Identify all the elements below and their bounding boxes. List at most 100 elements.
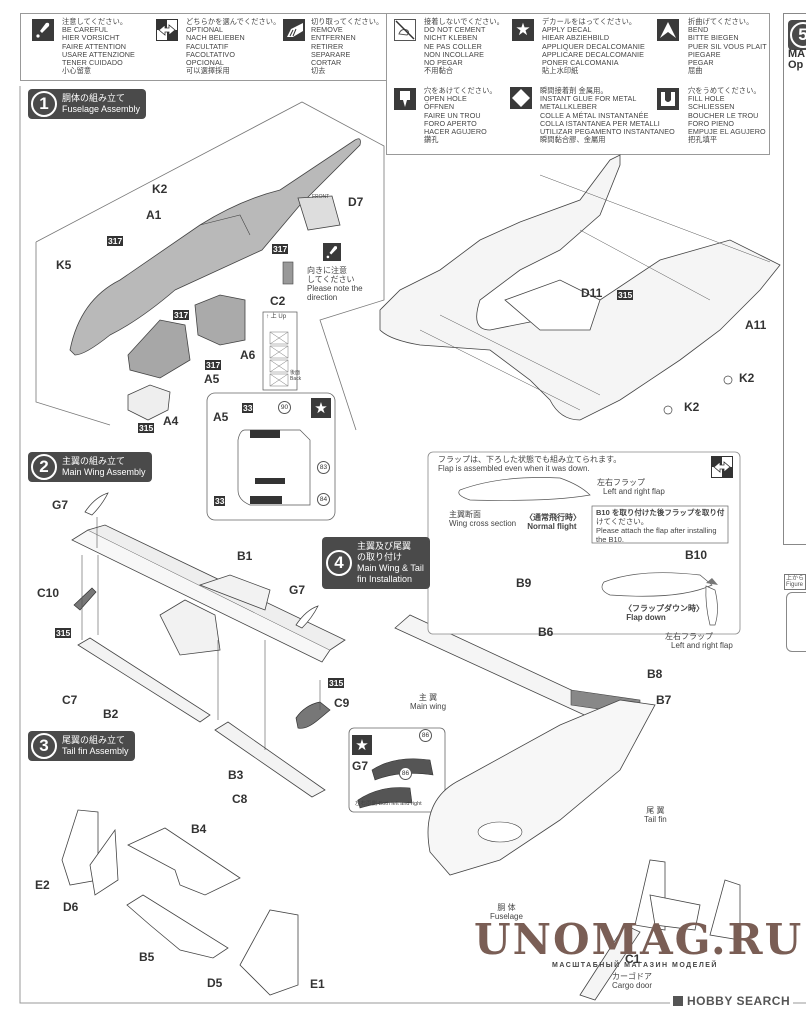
- normal-flight-label: 〈通常飛行時〉 Normal flight: [525, 513, 581, 531]
- optional-icon: [711, 456, 733, 478]
- part-label-d11: D11: [581, 286, 603, 300]
- step3-number: 3: [31, 733, 57, 759]
- flap-note-title: フラップは、下ろした状態でも組み立てられます。Flap is assembled…: [438, 455, 622, 473]
- part-label-k2-b: K2: [684, 400, 700, 414]
- paint-code-317: 317: [107, 236, 124, 246]
- front-label: FRONT: [312, 194, 330, 200]
- part-label-a6: A6: [240, 348, 256, 362]
- footer-brand: HOBBY SEARCH: [670, 994, 794, 1008]
- part-label-a5-decal: A5: [213, 410, 229, 424]
- apply-decal-icon: ★: [512, 19, 534, 41]
- part-label-g7-left: G7: [52, 498, 69, 512]
- part-label-c10: C10: [37, 586, 60, 600]
- part-label-e2: E2: [35, 878, 50, 892]
- paint-code-315-c9: 315: [328, 678, 345, 688]
- part-label-a4: A4: [163, 414, 179, 428]
- part-label-b1: B1: [237, 549, 253, 563]
- step5-number: 5: [790, 22, 806, 48]
- paint-code-315-c10: 315: [55, 628, 72, 638]
- part-label-d6: D6: [63, 900, 79, 914]
- step1-title-en: Fuselage Assembly: [62, 104, 141, 114]
- paint-code-317-a5: 317: [205, 360, 222, 370]
- legend-box-right: [386, 13, 770, 155]
- part-label-b6: B6: [538, 625, 554, 639]
- part-label-b9: B9: [516, 576, 532, 590]
- step1-number: 1: [31, 91, 57, 117]
- paint-code-315-a4: 315: [138, 423, 155, 433]
- flap-down-label: 〈フラップダウン時〉 Flap down: [624, 604, 704, 622]
- g7-decal-caption: 左右両側 Both left and right: [355, 801, 422, 807]
- optional-icon: [156, 19, 178, 41]
- watermark-subtitle: МАСШТАБНЫЙ МАГАЗИН МОДЕЛЕЙ: [552, 962, 718, 969]
- b10-note: B10 を取り付けた後フラップを取り付けてください。Please attach …: [596, 508, 725, 544]
- part-label-a5: A5: [204, 372, 220, 386]
- decal-84: 84: [317, 493, 330, 506]
- careful-icon: [323, 243, 341, 261]
- part-label-d7: D7: [348, 195, 364, 209]
- decal-86-a: 86: [419, 729, 432, 742]
- legend-box: [20, 13, 402, 81]
- part-label-k2-a: K2: [739, 371, 755, 385]
- part-label-c8: C8: [232, 792, 248, 806]
- part-label-b5: B5: [139, 950, 155, 964]
- remove-icon: [283, 19, 305, 41]
- part-label-b7: B7: [656, 693, 672, 707]
- part-label-c7: C7: [62, 693, 78, 707]
- paint-code-317-c2: 317: [272, 244, 289, 254]
- decal-33-b: 33: [214, 496, 226, 506]
- decal-86-b: 86: [399, 767, 412, 780]
- part-label-d5: D5: [207, 976, 223, 990]
- up-label: ↑ 上 Up: [266, 314, 287, 320]
- decal-83: 83: [317, 461, 330, 474]
- decal-90: 90: [278, 401, 291, 414]
- part-label-b4: B4: [191, 822, 207, 836]
- open-hole-icon: [394, 88, 416, 110]
- part-label-b8: B8: [647, 667, 663, 681]
- hobby-search-logo-icon: [673, 996, 683, 1006]
- instant-glue-icon: [510, 87, 532, 109]
- step3-title-en: Tail fin Assembly: [62, 746, 129, 756]
- part-label-b3: B3: [228, 768, 244, 782]
- decal-33: 33: [242, 403, 254, 413]
- step2-number: 2: [31, 454, 57, 480]
- step2-title-jp: 主翼の組み立て: [62, 456, 126, 466]
- careful-icon: [32, 19, 54, 41]
- apply-decal-icon: ★: [352, 735, 372, 755]
- part-label-b10: B10: [685, 548, 708, 562]
- watermark-logo: UNOMAG.RU: [474, 915, 804, 964]
- part-label-c1: C1: [625, 952, 641, 966]
- part-label-c2: C2: [270, 294, 286, 308]
- part-label-k2: K2: [152, 182, 168, 196]
- part-label-g7-right: G7: [289, 583, 306, 597]
- step2-title-en: Main Wing Assembly: [62, 467, 146, 477]
- part-label-a1: A1: [146, 208, 162, 222]
- part-label-b2: B2: [103, 707, 119, 721]
- step5-badge: 5: [788, 20, 806, 50]
- fill-hole-icon: [657, 88, 679, 110]
- step5-frame: [783, 13, 806, 545]
- paint-code-315-d11: 315: [617, 290, 634, 300]
- apply-decal-icon: ★: [311, 398, 331, 418]
